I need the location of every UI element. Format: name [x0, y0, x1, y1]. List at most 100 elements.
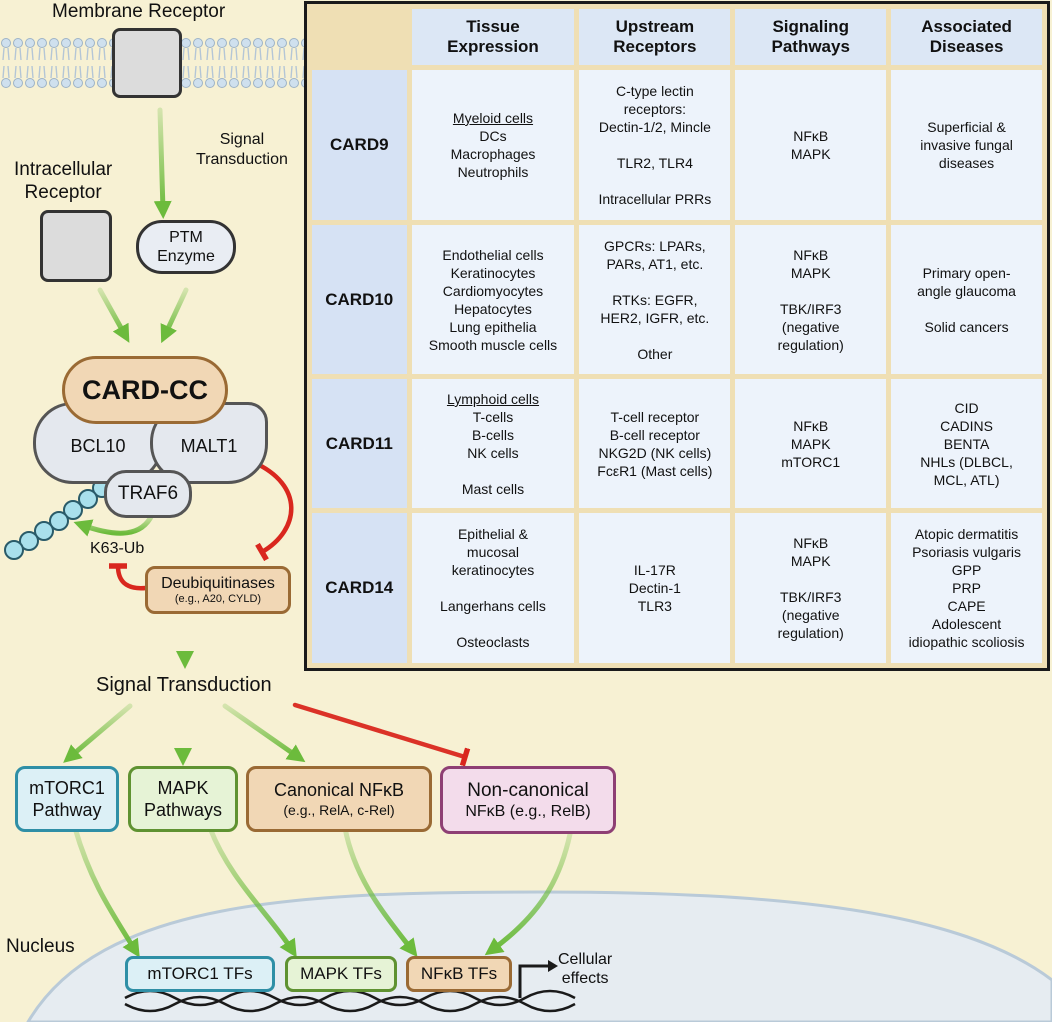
nucleus-envelope — [26, 890, 1052, 1022]
cell-line: NK cells — [467, 444, 519, 461]
cell-line: Other — [637, 345, 673, 362]
cell-line: Psoriasis vulgaris — [912, 544, 1022, 561]
cell-line: diseases — [938, 154, 995, 171]
cell-line: PRP — [952, 580, 981, 597]
cell-line: Myeloid cells — [452, 109, 534, 126]
cell-line: keratinocytes — [451, 562, 535, 579]
cell-line: NFκB — [793, 417, 829, 434]
cell-line: CAPE — [947, 598, 986, 615]
activation-arrows — [63, 107, 573, 958]
cell-line — [739, 570, 882, 588]
cell-line — [583, 172, 726, 190]
cell-line — [895, 300, 1038, 318]
cell-line: mucosal — [466, 544, 520, 561]
cell-line: NFκB — [793, 535, 829, 552]
cell-line: HER2, IGFR, etc. — [600, 309, 710, 326]
cell-line: Atopic dermatitis — [914, 526, 1019, 543]
signal-transduction-label-mid: Signal Transduction — [96, 674, 272, 696]
cell-line: FcεR1 (Mast cells) — [597, 462, 713, 479]
cell-line: Smooth muscle cells — [428, 336, 558, 353]
cell-line: Lymphoid cells — [446, 390, 540, 407]
cell-line: NFκB — [793, 246, 829, 263]
ptm-enzyme: PTM Enzyme — [136, 220, 236, 274]
cell-line: Endothelial cells — [442, 246, 544, 263]
signal-transduction-label-top: Signal Transduction — [196, 131, 288, 168]
cell-line: CADINS — [940, 417, 994, 434]
cell-line: Keratinocytes — [450, 264, 536, 281]
inhibition-arrows — [108, 459, 471, 767]
cell-line: BENTA — [943, 435, 990, 452]
cell-line: Langerhans cells — [440, 598, 546, 615]
cell-line: CID — [954, 399, 979, 416]
cell-line — [583, 273, 726, 291]
cell-line: MAPK — [790, 435, 831, 452]
intracellular-receptor — [40, 210, 112, 282]
cell-line: Dectin-1 — [628, 580, 681, 597]
cell-line: MAPK — [790, 264, 831, 281]
cell-line: (negative — [781, 607, 840, 624]
cell-line: TLR3 — [637, 598, 672, 615]
cell-line: Solid cancers — [924, 318, 1009, 335]
cell-line: NKG2D (NK cells) — [598, 444, 712, 461]
cell-line: T-cells — [472, 408, 514, 425]
cell-line: Lung epithelia — [449, 318, 537, 335]
membrane-receptor-label: Membrane Receptor — [52, 1, 226, 22]
cell-line: Superficial & — [927, 118, 1006, 135]
cell-line: Dectin-1/2, Mincle — [598, 118, 711, 135]
cell-line — [583, 136, 726, 154]
canonical-nfkb: Canonical NFκB(e.g., RelA, c-Rel) — [246, 766, 432, 832]
cell-upstream-receptors: GPCRs: LPARs,PARs, AT1, etc.RTKs: EGFR,H… — [579, 224, 731, 375]
cell-line: regulation) — [777, 336, 844, 353]
cell-line: T-cell receptor — [610, 408, 700, 425]
cell-line: MAPK — [790, 145, 831, 162]
cell-line: angle glaucoma — [917, 282, 1016, 299]
cell-line: Macrophages — [450, 145, 536, 162]
cell-line: regulation) — [777, 625, 844, 642]
cell-line: DCs — [479, 127, 507, 144]
row-header: CARD10 — [312, 224, 407, 375]
transcription-arrow — [518, 964, 552, 998]
cell-line: B-cells — [471, 426, 514, 443]
card-cc: CARD-CC — [62, 356, 228, 424]
cell-line: receptors: — [623, 100, 686, 117]
cell-line: Epithelial & — [457, 526, 528, 543]
cell-line: Hepatocytes — [454, 300, 532, 317]
table-corner — [312, 9, 407, 65]
cell-line: Osteoclasts — [456, 634, 530, 651]
cell-line — [739, 282, 882, 300]
cell-line: Primary open- — [922, 264, 1011, 281]
mapk-tfs: MAPK TFs — [285, 956, 397, 992]
cell-line — [416, 462, 571, 480]
k63-ub-label: K63-Ub — [90, 540, 145, 557]
intracellular-receptor-label: Intracellular Receptor — [14, 159, 113, 203]
cell-line: TBK/IRF3 — [779, 300, 842, 317]
cell-line: Adolescent — [931, 616, 1002, 633]
cell-line: IL-17R — [633, 562, 676, 579]
row-header: CARD14 — [312, 513, 407, 663]
cell-line: invasive fungal — [920, 136, 1013, 153]
cell-line: Neutrophils — [457, 163, 529, 180]
cell-line: GPP — [951, 562, 982, 579]
